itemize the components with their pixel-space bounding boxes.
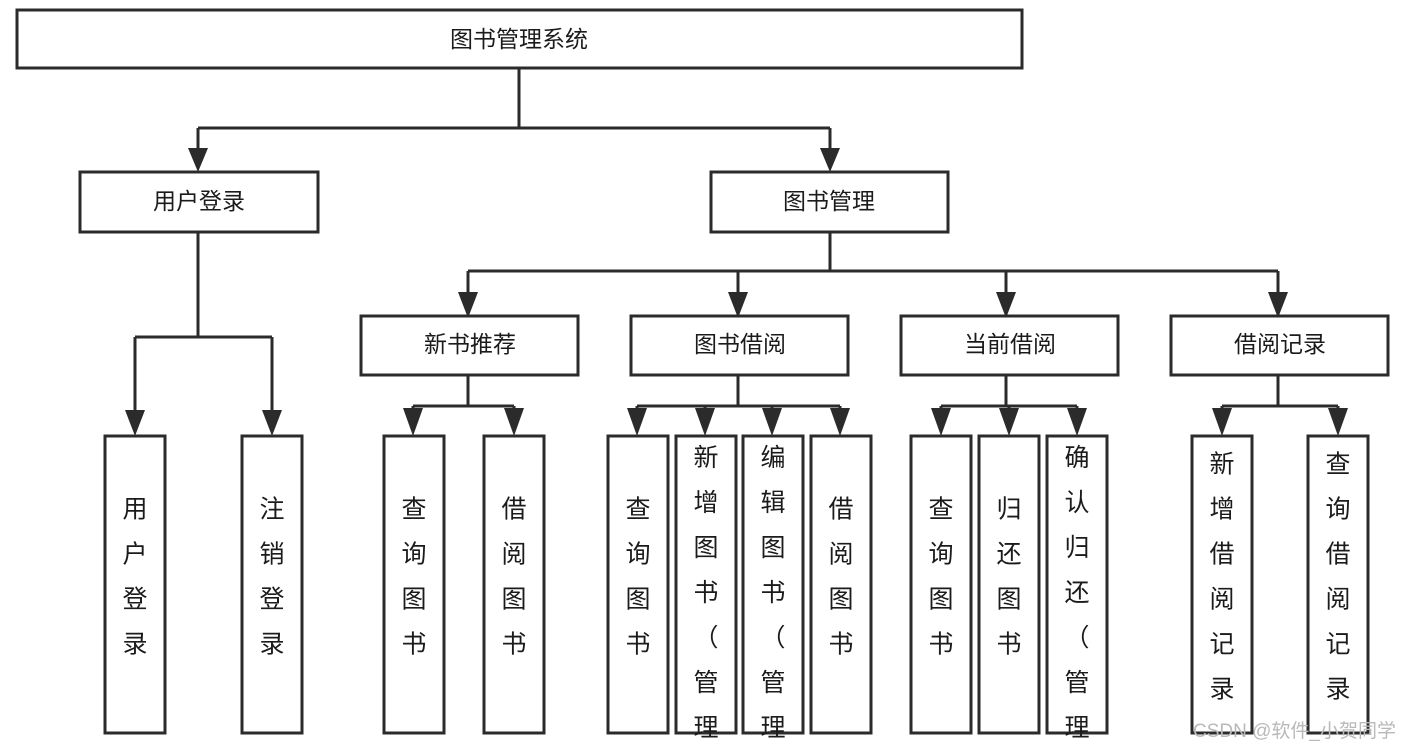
leaf-return-book[interactable]: 归还图书 — [977, 434, 1041, 735]
leaf-add-borrow-record[interactable]: 新增借阅记录 — [1190, 434, 1254, 735]
node-book-borrow-box[interactable] — [629, 314, 850, 377]
leaf-confirm-return-admin-label: 确认归还（管理员） — [1064, 444, 1089, 747]
leaf-query-book-1[interactable]: 查询图书 — [382, 434, 446, 735]
leaf-query-book-2[interactable]: 查询图书 — [606, 434, 670, 735]
node-new-book-recommend[interactable]: 新书推荐 — [359, 314, 580, 377]
leaf-query-book-1-label: 查询图书 — [401, 496, 426, 659]
arrow-head-leaf-query-borrow-record — [1328, 408, 1348, 436]
leaf-query-book-1-box[interactable] — [382, 434, 446, 735]
leaf-logout-login-box[interactable] — [240, 434, 304, 735]
leaf-add-borrow-record-box[interactable] — [1190, 434, 1254, 735]
arrow-head-leaf-add-book-admin — [695, 408, 715, 436]
leaf-borrow-book-2-label: 借阅图书 — [828, 496, 853, 659]
leaf-query-borrow-record[interactable]: 查询借阅记录 — [1306, 434, 1370, 735]
node-user-login-label: 用户登录 — [153, 188, 245, 214]
leaf-borrow-book-1-box[interactable] — [482, 434, 546, 735]
leaf-logout-login-label: 注销登录 — [259, 496, 284, 659]
leaf-edit-book-admin-box[interactable] — [741, 434, 805, 735]
leaf-confirm-return-admin[interactable]: 确认归还（管理员） — [1045, 434, 1109, 747]
arrow-head-leaf-return-book — [999, 408, 1019, 436]
leaf-query-book-3[interactable]: 查询图书 — [909, 434, 973, 735]
arrow-head-book-manage — [820, 148, 840, 172]
leaf-query-borrow-record-box[interactable] — [1306, 434, 1370, 735]
leaf-borrow-book-2-box[interactable] — [809, 434, 873, 735]
leaf-confirm-return-admin-box[interactable] — [1045, 434, 1109, 735]
node-root-title-box[interactable] — [15, 8, 1024, 70]
leaf-edit-book-admin-label: 编辑图书（管理员） — [760, 444, 785, 747]
leaf-add-borrow-record-label: 新增借阅记录 — [1209, 451, 1234, 704]
arrow-head-leaf-borrow-book-2 — [830, 408, 850, 436]
node-book-borrow-label: 图书借阅 — [694, 331, 786, 357]
arrow-head-user-login — [188, 148, 208, 172]
arrow-head-leaf-add-borrow-record — [1212, 408, 1232, 436]
node-book-manage-label: 图书管理 — [783, 188, 875, 214]
leaf-query-borrow-record-label: 查询借阅记录 — [1325, 451, 1350, 704]
arrow-head-leaf-borrow-book-1 — [504, 408, 524, 436]
leaf-logout-login[interactable]: 注销登录 — [240, 434, 304, 735]
arrow-head-leaf-logout-login — [262, 410, 282, 436]
arrow-head-leaf-edit-book-admin — [762, 408, 782, 436]
leaf-return-book-label: 归还图书 — [996, 496, 1021, 659]
arrow-head-leaf-query-book-3 — [931, 408, 951, 436]
arrow-head-book-borrow — [728, 292, 748, 318]
node-book-manage-box[interactable] — [709, 170, 950, 234]
leaf-add-book-admin[interactable]: 新增图书（管理员） — [674, 434, 738, 747]
node-root-title-label: 图书管理系统 — [450, 26, 588, 52]
leaf-query-book-3-label: 查询图书 — [928, 496, 953, 659]
arrow-head-leaf-query-book-1 — [403, 408, 423, 436]
node-current-borrow-label: 当前借阅 — [964, 331, 1056, 357]
leaf-user-login-box[interactable] — [103, 434, 167, 735]
leaf-add-book-admin-label: 新增图书（管理员） — [693, 444, 718, 747]
arrow-head-leaf-confirm-return-admin — [1067, 408, 1087, 436]
leaf-query-book-3-box[interactable] — [909, 434, 973, 735]
arrow-head-new-book-recommend — [458, 292, 478, 318]
node-borrow-record-label: 借阅记录 — [1234, 331, 1326, 357]
leaf-add-book-admin-box[interactable] — [674, 434, 738, 735]
arrow-head-leaf-query-book-2 — [627, 408, 647, 436]
arrow-head-borrow-record — [1268, 292, 1288, 318]
node-user-login-box[interactable] — [78, 170, 320, 234]
node-new-book-recommend-label: 新书推荐 — [424, 331, 516, 357]
node-book-borrow[interactable]: 图书借阅 — [629, 314, 850, 377]
leaf-user-login[interactable]: 用户登录 — [103, 434, 167, 735]
leaf-borrow-book-1[interactable]: 借阅图书 — [482, 434, 546, 735]
node-current-borrow-box[interactable] — [899, 314, 1120, 377]
node-root-title[interactable]: 图书管理系统 — [15, 8, 1024, 70]
node-borrow-record-box[interactable] — [1169, 314, 1390, 377]
connector-layer — [125, 68, 1348, 436]
leaf-query-book-2-label: 查询图书 — [625, 496, 650, 659]
node-borrow-record[interactable]: 借阅记录 — [1169, 314, 1390, 377]
node-new-book-recommend-box[interactable] — [359, 314, 580, 377]
leaf-user-login-label: 用户登录 — [122, 496, 147, 659]
arrow-head-leaf-user-login — [125, 410, 145, 436]
arrow-head-current-borrow — [996, 292, 1016, 318]
leaf-borrow-book-2[interactable]: 借阅图书 — [809, 434, 873, 735]
leaf-edit-book-admin[interactable]: 编辑图书（管理员） — [741, 434, 805, 747]
node-book-manage[interactable]: 图书管理 — [709, 170, 950, 234]
leaf-query-book-2-box[interactable] — [606, 434, 670, 735]
leaf-borrow-book-1-label: 借阅图书 — [501, 496, 526, 659]
watermark-label: CSDN @软件_小贺同学 — [1193, 720, 1396, 742]
node-current-borrow[interactable]: 当前借阅 — [899, 314, 1120, 377]
leaf-return-book-box[interactable] — [977, 434, 1041, 735]
node-user-login[interactable]: 用户登录 — [78, 170, 320, 234]
